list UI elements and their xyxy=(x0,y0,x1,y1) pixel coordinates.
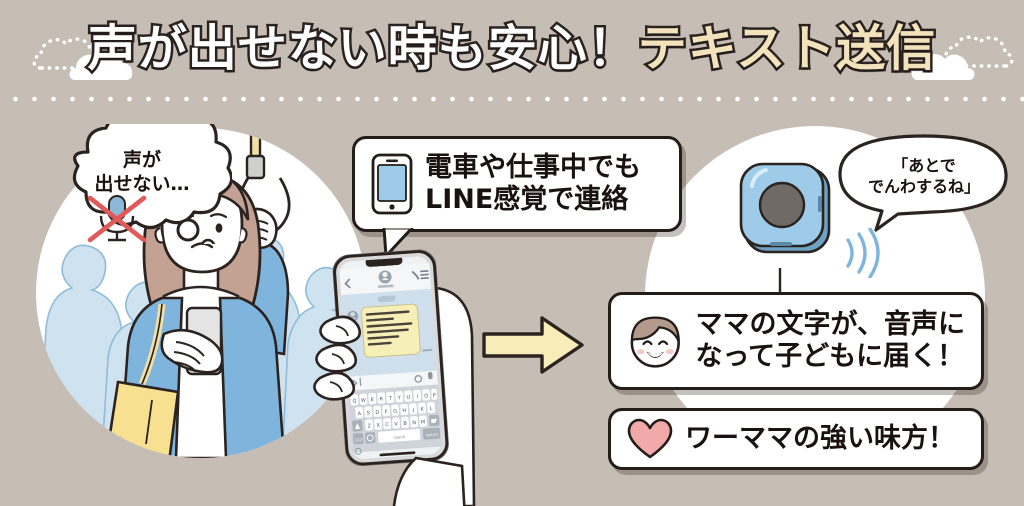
svg-text:space: space xyxy=(393,434,406,440)
speech-bubble-text: 「あとで でんわするね」 xyxy=(836,156,1012,198)
svg-text:T: T xyxy=(388,396,393,402)
title-part-2: テキスト送信 xyxy=(635,20,938,77)
svg-text:U: U xyxy=(406,394,410,400)
svg-text:R: R xyxy=(379,396,383,402)
svg-text:123: 123 xyxy=(354,437,362,443)
svg-text:S: S xyxy=(367,410,371,416)
svg-text:O: O xyxy=(424,393,428,399)
svg-text:G: G xyxy=(393,408,397,414)
smartphone-icon xyxy=(371,153,413,215)
callout-voice-delivery[interactable]: ママの文字が、音声に なって子どもに届く！ xyxy=(608,292,984,390)
heart-icon xyxy=(627,418,673,459)
child-face-icon xyxy=(630,316,680,368)
title-part-1: 声が出せない時も安心！ xyxy=(85,20,639,77)
microphone-muted-icon xyxy=(87,195,147,243)
svg-text:D: D xyxy=(375,410,379,416)
phone-mockup[interactable]: QWE RTY UIO P ASD FGH JKL ZXC VBN M 123 … xyxy=(296,236,482,506)
callout-r1-line-2: なって子どもに届く！ xyxy=(695,341,965,372)
speech-line-1: 「あとで xyxy=(892,156,956,175)
svg-text:N: N xyxy=(412,420,416,426)
svg-text:J: J xyxy=(411,407,414,413)
arrow-right-icon xyxy=(482,316,584,374)
page-title: 声が出せない時も安心！テキスト送信 xyxy=(0,20,1024,77)
thought-line-2: 出せない… xyxy=(94,173,190,196)
cloud-icon xyxy=(67,48,139,82)
cloud-outline-icon xyxy=(938,30,1016,72)
callout-center-tail xyxy=(382,228,414,258)
callout-center-line-1: 電車や仕事中でも xyxy=(425,152,641,184)
cloud-icon xyxy=(905,48,977,82)
svg-text:H: H xyxy=(402,408,406,414)
callout-working-mom-ally[interactable]: ワーママの強い味方！ xyxy=(608,408,984,470)
svg-text:X: X xyxy=(376,423,380,429)
svg-text:E: E xyxy=(371,397,375,403)
svg-text:V: V xyxy=(394,421,398,427)
svg-text:return: return xyxy=(425,432,438,438)
svg-text:Y: Y xyxy=(397,395,402,401)
callout-r1-line-1: ママの文字が、音声に xyxy=(695,309,965,341)
svg-text:B: B xyxy=(403,421,407,427)
callout-r1-text: ママの文字が、音声に なって子どもに届く！ xyxy=(696,309,965,373)
sound-wave-icon xyxy=(846,228,880,278)
svg-text:M: M xyxy=(421,420,426,426)
callout-center-line-2: LINE感覚で連絡 xyxy=(425,184,629,215)
svg-text:Z: Z xyxy=(367,423,371,429)
svg-text:W: W xyxy=(361,398,366,404)
cloud-outline-icon xyxy=(30,32,108,74)
dotted-divider xyxy=(0,96,1024,102)
svg-text:A: A xyxy=(357,411,361,417)
svg-text:P: P xyxy=(433,393,436,399)
callout-center-text: 電車や仕事中でも LINE感覚で連絡 xyxy=(425,152,641,216)
svg-text:F: F xyxy=(385,409,388,415)
callout-line-contact[interactable]: 電車や仕事中でも LINE感覚で連絡 xyxy=(352,136,682,232)
speech-bubble-shape xyxy=(838,134,1008,232)
thought-bubble-text: 声が 出せない… xyxy=(52,148,232,197)
svg-text:C: C xyxy=(385,422,389,428)
callout-r2-text: ワーママの強い味方！ xyxy=(685,423,955,455)
smart-speaker-device xyxy=(739,162,831,254)
svg-text:I: I xyxy=(416,394,418,400)
svg-text:Q: Q xyxy=(352,398,356,404)
svg-text:L: L xyxy=(430,406,433,412)
svg-text:K: K xyxy=(420,407,424,413)
thought-line-1: 声が xyxy=(122,149,161,171)
callout-r2-line-1: ワーママの強い味方！ xyxy=(685,423,955,455)
speech-line-2: でんわするね」 xyxy=(867,176,980,196)
speech-bubble: 「あとで でんわするね」 xyxy=(836,132,1012,232)
